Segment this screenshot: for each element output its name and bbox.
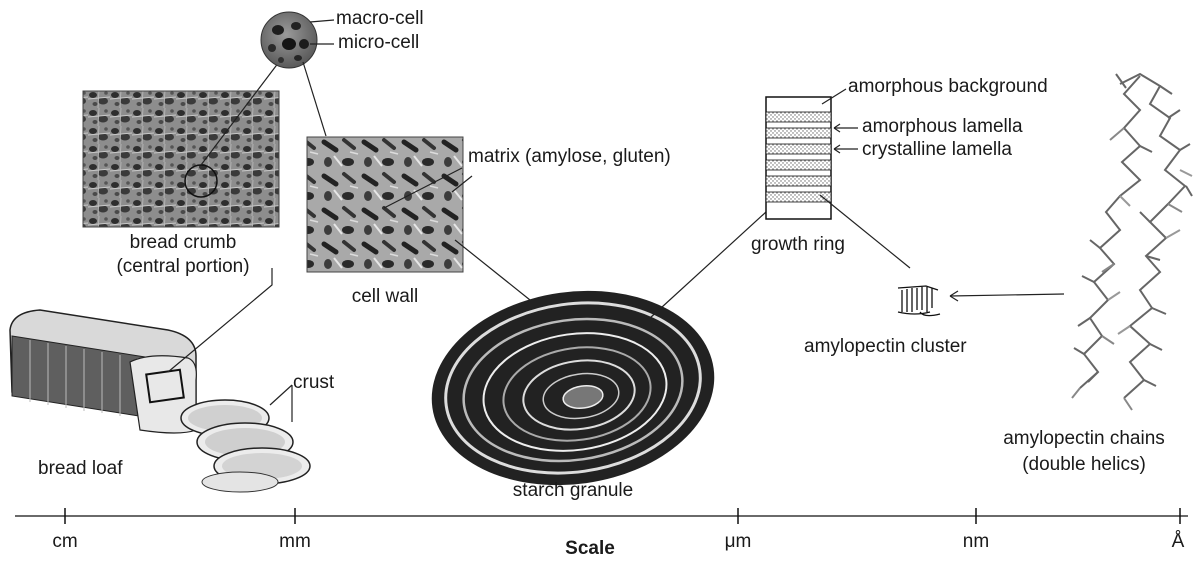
starch-granule-label: starch granule — [478, 480, 668, 502]
macro-cell-label: macro-cell — [336, 8, 424, 30]
ring-cluster-connector — [820, 195, 910, 268]
cell-wall-image — [307, 137, 463, 272]
crust-pointer-1 — [270, 385, 292, 405]
bread-crumb-image — [83, 91, 279, 227]
scale-axis — [15, 508, 1188, 524]
growth-ring-label: growth ring — [728, 234, 868, 256]
cell-ball-image — [261, 12, 317, 68]
bread-crumb-label: bread crumb — [88, 232, 278, 254]
bread-loaf-label: bread loaf — [38, 458, 123, 480]
amylopectin-cluster-label: amylopectin cluster — [804, 336, 967, 358]
wall-granule-connector — [455, 240, 530, 300]
growth-ring-image — [766, 97, 831, 219]
starch-granule-image — [419, 273, 727, 503]
cell-wall-label: cell wall — [318, 286, 452, 308]
macro-cell-pointer — [310, 20, 334, 22]
amylopectin-chains-sublabel: (double helics) — [974, 454, 1194, 476]
scale-tick-um: μm — [708, 531, 768, 553]
amorphous-background-label: amorphous background — [848, 76, 1048, 98]
micro-cell-label: micro-cell — [338, 32, 419, 54]
amorphous-lamella-label: amorphous lamella — [862, 116, 1023, 138]
crystalline-lamella-label: crystalline lamella — [862, 139, 1012, 161]
scale-tick-angstrom: Å — [1160, 531, 1196, 553]
amylopectin-cluster-image — [898, 286, 940, 316]
granule-ring-connector — [650, 212, 766, 318]
matrix-label: matrix (amylose, gluten) — [468, 146, 671, 168]
scale-tick-cm: cm — [35, 531, 95, 553]
scale-tick-nm: nm — [946, 531, 1006, 553]
chains-cluster-arrow — [950, 294, 1064, 296]
scale-title: Scale — [540, 538, 640, 560]
cell-wall-connector — [303, 62, 326, 136]
amylopectin-chains-label: amylopectin chains — [974, 428, 1194, 450]
amylopectin-chains-image — [1072, 74, 1192, 410]
crust-label: crust — [293, 372, 334, 394]
scale-tick-mm: mm — [265, 531, 325, 553]
bread-crumb-sublabel: (central portion) — [80, 256, 286, 278]
